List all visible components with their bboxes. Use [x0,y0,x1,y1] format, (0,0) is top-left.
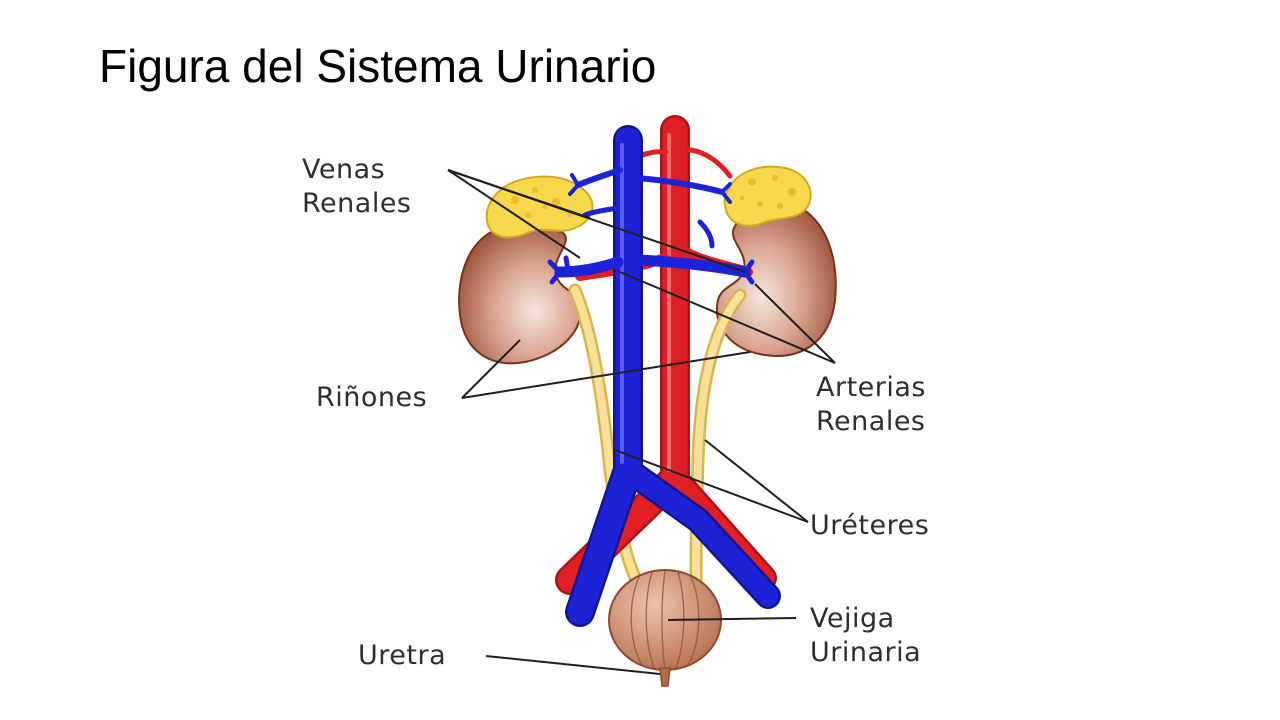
right-adrenal-gland [723,165,812,227]
label-uretra: Uretra [358,640,446,671]
label-vejiga-urinaria-2: Urinaria [810,637,921,668]
vena-cava [547,125,781,627]
label-rinones: Riñones [316,382,427,413]
label-venas-renales-2: Renales [302,188,412,219]
label-ureteres: Uréteres [810,510,929,541]
label-arterias-renales-1: Arterias [816,372,926,403]
slide-title: Figura del Sistema Urinario [99,40,657,92]
label-vejiga-urinaria-1: Vejiga [810,603,895,634]
label-arterias-renales-2: Renales [816,406,926,437]
ureters [568,283,747,595]
urethra [659,667,671,687]
right-kidney [715,198,837,357]
label-venas-renales-1: Venas [302,154,385,185]
bladder [608,569,722,687]
left-kidney [458,223,582,365]
leader-lines [447,169,836,675]
diagram-labels: Venas Renales Arterias Renales Riñones U… [302,154,929,671]
